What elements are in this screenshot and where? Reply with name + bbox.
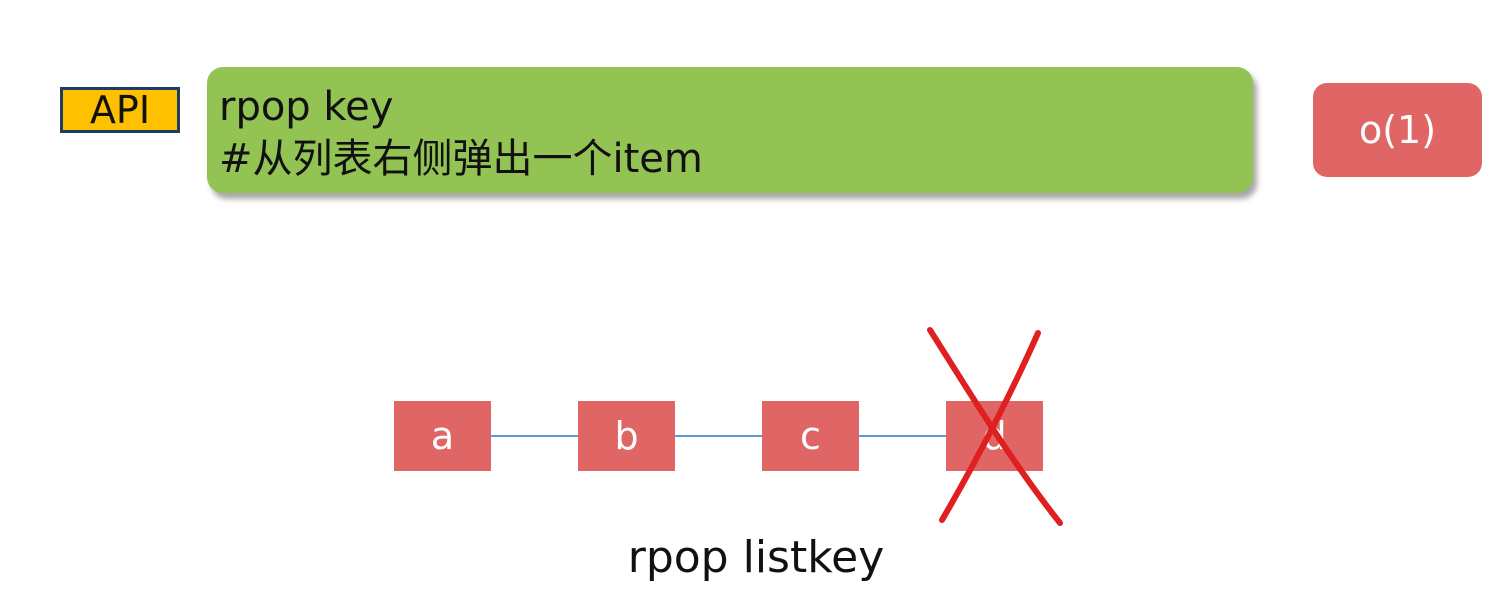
list-node-a: a [394, 401, 491, 471]
command-box: rpop key #从列表右侧弹出一个item [207, 67, 1253, 193]
removed-cross-icon [927, 327, 1063, 526]
list-link-b-c [675, 435, 762, 437]
api-label: API [60, 87, 180, 133]
complexity-badge: o(1) [1313, 83, 1482, 177]
diagram-caption: rpop listkey [627, 532, 885, 583]
list-link-c-d [859, 435, 947, 437]
list-node-b: b [578, 401, 675, 471]
list-link-a-b [491, 435, 578, 437]
command-syntax: rpop key [219, 84, 394, 130]
command-description: #从列表右侧弹出一个item [219, 136, 703, 182]
list-node-c: c [762, 401, 859, 471]
